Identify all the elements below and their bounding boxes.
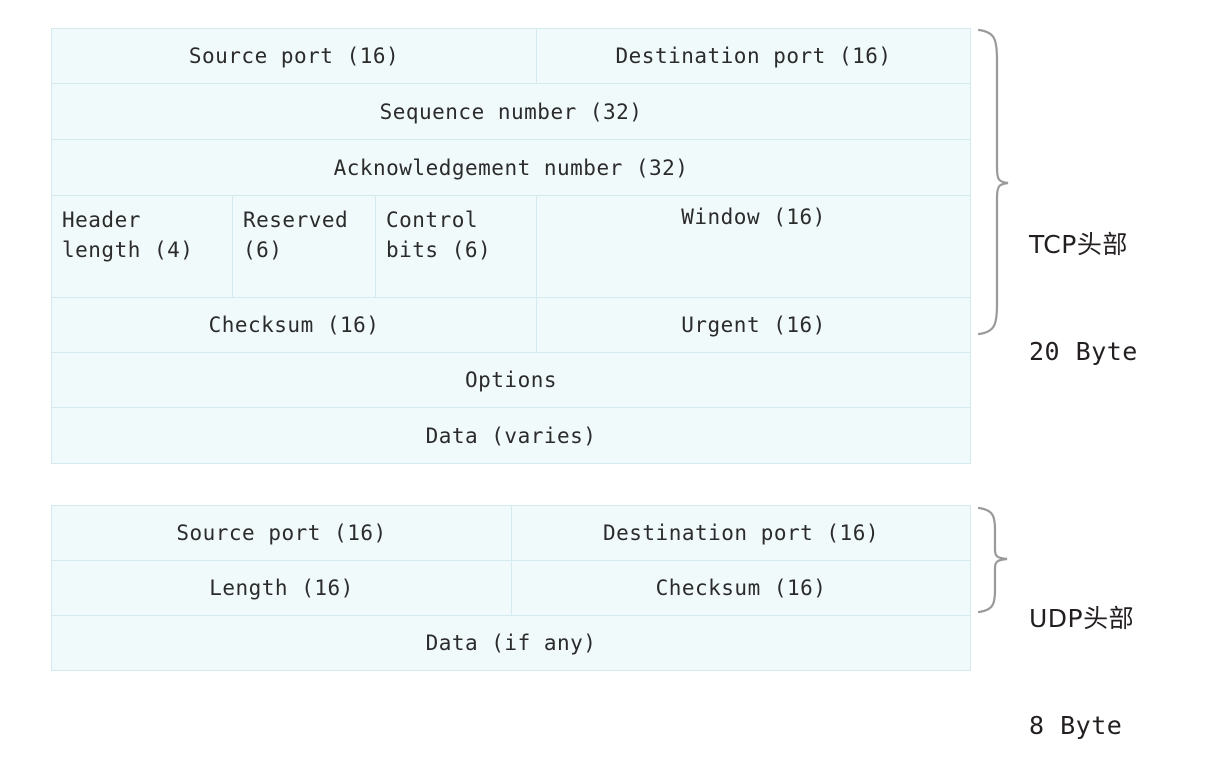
tcp-row-options: Options bbox=[50, 352, 972, 408]
udp-annotation-line2: 8 Byte bbox=[1029, 710, 1123, 740]
udp-cell-data: Data (if any) bbox=[51, 615, 971, 671]
tcp-row-sequence-number: Sequence number (32) bbox=[50, 83, 972, 140]
tcp-row-checksum-urgent: Checksum (16) Urgent (16) bbox=[50, 297, 972, 353]
tcp-cell-sequence-number: Sequence number (32) bbox=[50, 83, 972, 140]
udp-cell-checksum: Checksum (16) bbox=[511, 560, 971, 616]
tcp-cell-destination-port: Destination port (16) bbox=[536, 28, 972, 84]
tcp-annotation-line1: TCP头部 bbox=[1029, 230, 1128, 259]
tcp-cell-checksum: Checksum (16) bbox=[50, 297, 538, 353]
tcp-cell-options: Options bbox=[50, 352, 972, 408]
tcp-row-data: Data (varies) bbox=[50, 407, 972, 464]
udp-cell-source-port: Source port (16) bbox=[51, 505, 512, 561]
tcp-cell-data: Data (varies) bbox=[50, 407, 972, 464]
udp-header-table: Source port (16) Destination port (16) L… bbox=[51, 505, 971, 671]
tcp-row-ports: Source port (16) Destination port (16) bbox=[50, 28, 972, 84]
tcp-row-flags-window: Header length (4) Reserved (6) Control b… bbox=[51, 195, 972, 298]
tcp-cell-urgent: Urgent (16) bbox=[536, 297, 972, 353]
tcp-header-brace bbox=[977, 28, 1009, 336]
tcp-cell-control-bits: Control bits (6) bbox=[374, 195, 538, 298]
tcp-row-acknowledgement-number: Acknowledgement number (32) bbox=[50, 139, 972, 196]
udp-cell-length: Length (16) bbox=[51, 560, 512, 616]
udp-cell-destination-port: Destination port (16) bbox=[511, 505, 971, 561]
udp-annotation-line1: UDP头部 bbox=[1029, 604, 1135, 633]
tcp-cell-window: Window (16) bbox=[536, 195, 972, 298]
tcp-header-table: Source port (16) Destination port (16) S… bbox=[50, 28, 972, 464]
udp-header-brace bbox=[977, 506, 1008, 614]
udp-row-length-checksum: Length (16) Checksum (16) bbox=[51, 560, 971, 616]
tcp-cell-source-port: Source port (16) bbox=[50, 28, 538, 84]
tcp-annotation-line2: 20 Byte bbox=[1029, 336, 1138, 366]
tcp-header-annotation: TCP头部 20 Byte bbox=[1029, 156, 1138, 405]
tcp-cell-header-length: Header length (4) bbox=[51, 195, 233, 298]
udp-row-ports: Source port (16) Destination port (16) bbox=[51, 505, 971, 561]
tcp-cell-reserved: Reserved (6) bbox=[232, 195, 376, 298]
tcp-cell-acknowledgement-number: Acknowledgement number (32) bbox=[50, 139, 972, 196]
udp-header-annotation: UDP头部 8 Byte bbox=[1029, 530, 1134, 779]
udp-row-data: Data (if any) bbox=[51, 615, 971, 671]
